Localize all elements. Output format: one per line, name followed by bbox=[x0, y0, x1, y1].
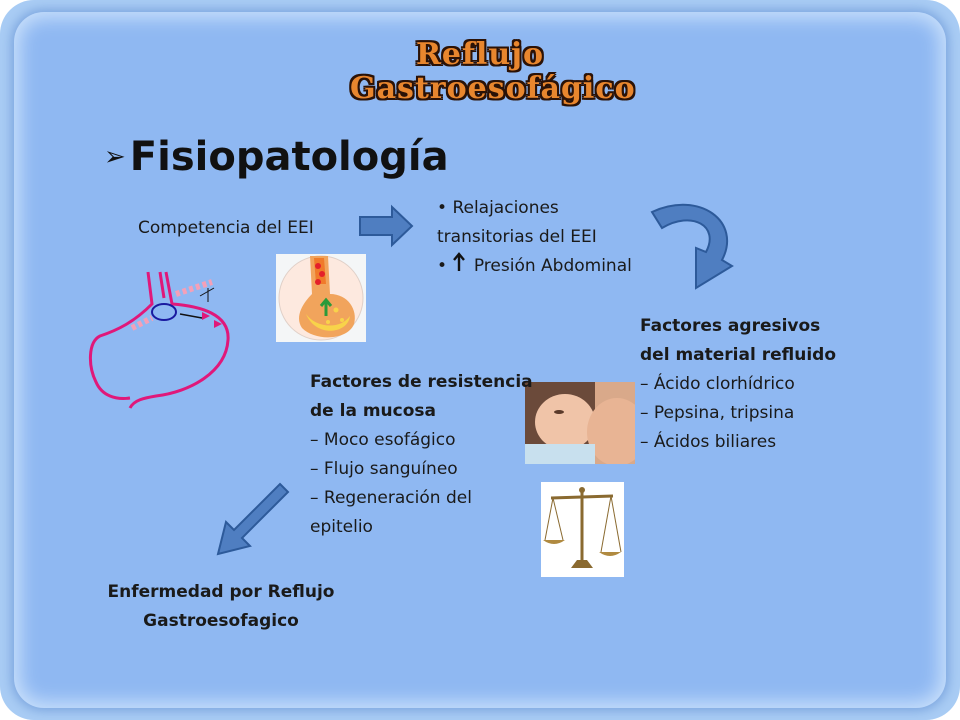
section-heading: ➢ Fisiopatología bbox=[104, 134, 449, 180]
resistencia-block: Factores de resistencia de la mucosa – M… bbox=[310, 368, 533, 542]
stomach-diagram-icon bbox=[89, 271, 230, 409]
presion-text: Presión Abdominal bbox=[473, 256, 632, 276]
resistencia-title2: de la mucosa bbox=[310, 401, 436, 421]
resistencia-item: – Moco esofágico bbox=[310, 430, 456, 450]
agresivos-item: – Pepsina, tripsina bbox=[640, 403, 795, 423]
right-arrow-icon bbox=[359, 204, 414, 248]
title-line-1: Reflujo bbox=[416, 37, 544, 72]
agresivos-block: Factores agresivos del material refluido… bbox=[640, 312, 836, 457]
baby-illustration-icon bbox=[525, 382, 635, 464]
enfermedad-block: Enfermedad por Reflujo Gastroesofagico bbox=[96, 578, 346, 636]
slide-title: Reflujo Gastroesofágico bbox=[350, 37, 636, 106]
relajaciones-item: • Relajaciones transitorias del EEI bbox=[437, 194, 597, 252]
balance-scale-icon bbox=[541, 482, 624, 577]
relajaciones-line1: Relajaciones bbox=[452, 198, 559, 218]
slide-panel bbox=[14, 12, 946, 708]
arrow-bullet-icon: ➢ bbox=[104, 142, 126, 172]
agresivos-title1: Factores agresivos bbox=[640, 316, 821, 336]
enfermedad-line2: Gastroesofagico bbox=[143, 611, 299, 631]
reflux-illustration-icon bbox=[276, 254, 366, 342]
enfermedad-line1: Enfermedad por Reflujo bbox=[107, 582, 335, 602]
title-line-2: Gastroesofágico bbox=[350, 71, 636, 106]
resistencia-item: – Regeneración del bbox=[310, 488, 472, 508]
resistencia-title1: Factores de resistencia bbox=[310, 372, 533, 392]
resistencia-item: – Flujo sanguíneo bbox=[310, 459, 458, 479]
resistencia-item: epitelio bbox=[310, 517, 373, 537]
scales-image bbox=[541, 482, 624, 577]
relajaciones-line2: transitorias del EEI bbox=[437, 227, 597, 247]
heading-text: Fisiopatología bbox=[129, 134, 449, 180]
competencia-text: Competencia del EEI bbox=[138, 218, 314, 238]
up-arrow-icon bbox=[453, 252, 466, 271]
agresivos-item: – Ácidos biliares bbox=[640, 432, 777, 452]
down-left-arrow-icon bbox=[216, 482, 290, 556]
reflux-image bbox=[276, 254, 366, 342]
agresivos-item: – Ácido clorhídrico bbox=[640, 374, 795, 394]
baby-photo bbox=[525, 382, 635, 464]
bullet-dot: • bbox=[437, 198, 448, 218]
agresivos-title2: del material refluido bbox=[640, 345, 837, 365]
bullet-dot: • bbox=[437, 256, 448, 276]
presion-item: • Presión Abdominal bbox=[437, 252, 632, 281]
curved-down-arrow-icon bbox=[650, 203, 734, 290]
